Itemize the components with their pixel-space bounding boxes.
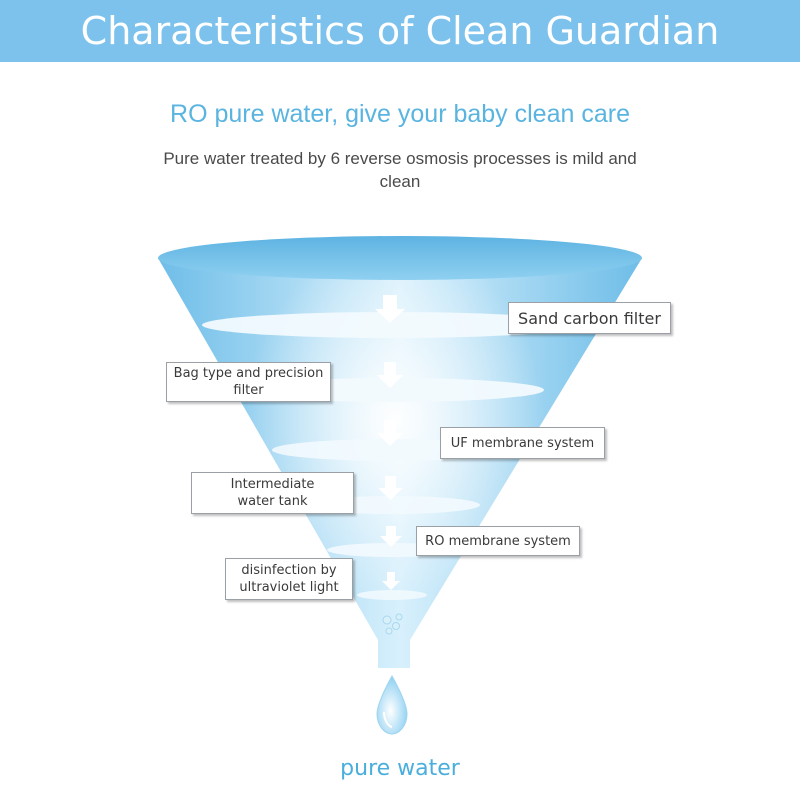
funnel-rim bbox=[158, 236, 642, 280]
down-arrow-icon bbox=[378, 476, 403, 500]
subtitle: RO pure water, give your baby clean care bbox=[170, 100, 630, 128]
stage-label-uf-membrane: UF membrane system bbox=[440, 427, 605, 459]
filter-disc-6 bbox=[357, 590, 427, 600]
stage-label-sand-carbon-filter: Sand carbon filter bbox=[508, 302, 671, 334]
down-arrow-icon-group bbox=[375, 295, 405, 590]
down-arrow-icon bbox=[377, 362, 403, 388]
description: Pure water treated by 6 reverse osmosis … bbox=[163, 149, 637, 191]
filter-disc-1 bbox=[202, 312, 582, 338]
down-arrow-icon bbox=[380, 526, 402, 547]
stage-label-ro-membrane: RO membrane system bbox=[416, 526, 580, 556]
pure-water-label: pure water bbox=[340, 756, 460, 781]
bubbles-icon bbox=[382, 613, 403, 635]
down-arrow-icon bbox=[377, 420, 403, 446]
stage-label-bag-precision-filter: Bag type and precision filter bbox=[166, 362, 331, 402]
down-arrow-icon bbox=[382, 572, 400, 590]
page-title: Characteristics of Clean Guardian bbox=[80, 9, 720, 53]
down-arrow-icon bbox=[375, 295, 405, 323]
stage-label-uv-disinfection: disinfection by ultraviolet light bbox=[225, 558, 353, 600]
stage-label-intermediate-tank: Intermediate water tank bbox=[191, 472, 354, 514]
water-drop-icon bbox=[376, 674, 408, 735]
header-banner: Characteristics of Clean Guardian bbox=[0, 0, 800, 62]
